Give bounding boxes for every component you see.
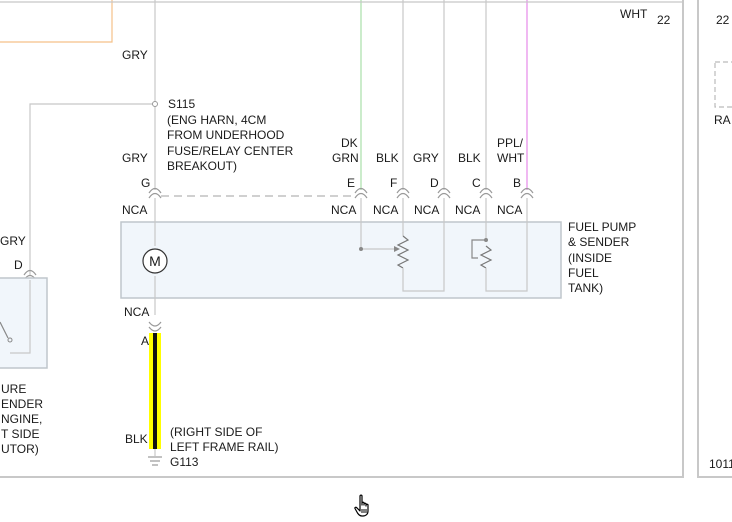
wiper-junction [359,247,363,251]
fuel-pump-sender-box [120,221,562,299]
pin-g-label: G [141,176,150,190]
pin-c-label: C [472,176,481,190]
orange-wire [0,0,113,43]
ground-nca-label: NCA [124,305,149,319]
fuel-pump-label-3: (INSIDE [568,251,612,265]
splice-id: S115 [168,97,195,111]
splice-desc-1: (ENG HARN, 4CM [167,113,266,127]
connector-pin-f [396,187,410,199]
nca-label-e: NCA [331,203,356,217]
wire-label-b-1: PPL/ [497,136,524,150]
connector-pin-b [520,187,534,199]
left-label-2: ENDER [1,397,43,411]
splice-wire-color: GRY [122,48,148,62]
wire-label-c: BLK [458,151,481,165]
left-switch-arm [0,321,9,339]
wire-fd-loop [402,198,445,292]
fuel-pump-label-4: FUEL [568,266,599,280]
wire-label-e-1: DK [341,136,358,150]
pin-e-label: E [347,176,355,190]
connector-pin-e [354,187,368,199]
left-internal-wire [10,280,31,354]
pin-d-label: D [430,176,439,190]
left-label-3: NGINE, [1,412,42,426]
wire-label-b-2: WHT [497,151,525,165]
left-pin-label: D [14,258,23,272]
wht-label: WHT [620,7,648,21]
page-ref-left: 22 [657,13,671,27]
ground-location-1: (RIGHT SIDE OF [170,425,262,439]
nca-label-f: NCA [373,203,398,217]
ground-pin-label: A [141,334,149,348]
wire-label-f: BLK [376,151,399,165]
resistor-c [479,245,493,269]
wiper-arrow [394,246,400,252]
connector-pin-d [437,187,451,199]
fuel-pump-label-2: & SENDER [568,235,630,249]
right-panel-ref-bottom: 1011 [709,457,732,471]
ground-location-2: LEFT FRAME RAIL) [170,440,278,454]
connector-pin-c [479,187,493,199]
wire-label-d: GRY [413,151,439,165]
wire-label-e-2: GRN [332,151,359,165]
hand-cursor-icon [354,494,369,517]
left-switch-contact [7,337,13,343]
right-panel-ref-mid: RA [714,113,731,127]
motor-symbol-label: M [149,253,161,269]
left-wire-label: GRY [0,234,26,248]
motor-icon [142,248,168,274]
splice-branch-wire [29,103,155,276]
ground-wire-label: BLK [125,432,148,446]
splice-desc-3: FUSE/RELAY CENTER [167,144,294,158]
sender-junction [484,238,488,242]
left-component-box [0,277,48,369]
left-label-1: URE [1,382,26,396]
nca-label-c: NCA [455,203,480,217]
splice-desc-2: FROM UNDERHOOD [167,128,285,142]
connector-pin-a [148,321,162,332]
nca-label-b: NCA [497,203,522,217]
ground-wire-black-stripe [153,333,157,449]
resistor-f [396,235,410,269]
fuel-pump-label-1: FUEL PUMP [568,220,636,234]
ground-icon [148,456,162,466]
splice-desc-4: BREAKOUT) [167,159,237,173]
fuel-pump-label-5: TANK) [568,281,603,295]
wire-label-g: GRY [122,151,148,165]
right-panel-ref-top: 22 [716,13,730,27]
left-label-4: T SIDE [1,427,39,441]
nca-label-g: NCA [122,203,147,217]
connector-pin-g [148,187,162,199]
left-label-5: UTOR) [1,442,39,456]
right-panel-component-box [714,61,732,108]
wire-cb-loop [485,198,528,292]
sender-wiper [471,239,486,259]
nca-label-d: NCA [414,203,439,217]
pin-b-label: B [513,176,521,190]
splice-point [152,101,158,107]
ground-id: G113 [170,455,199,469]
pin-f-label: F [390,176,397,190]
